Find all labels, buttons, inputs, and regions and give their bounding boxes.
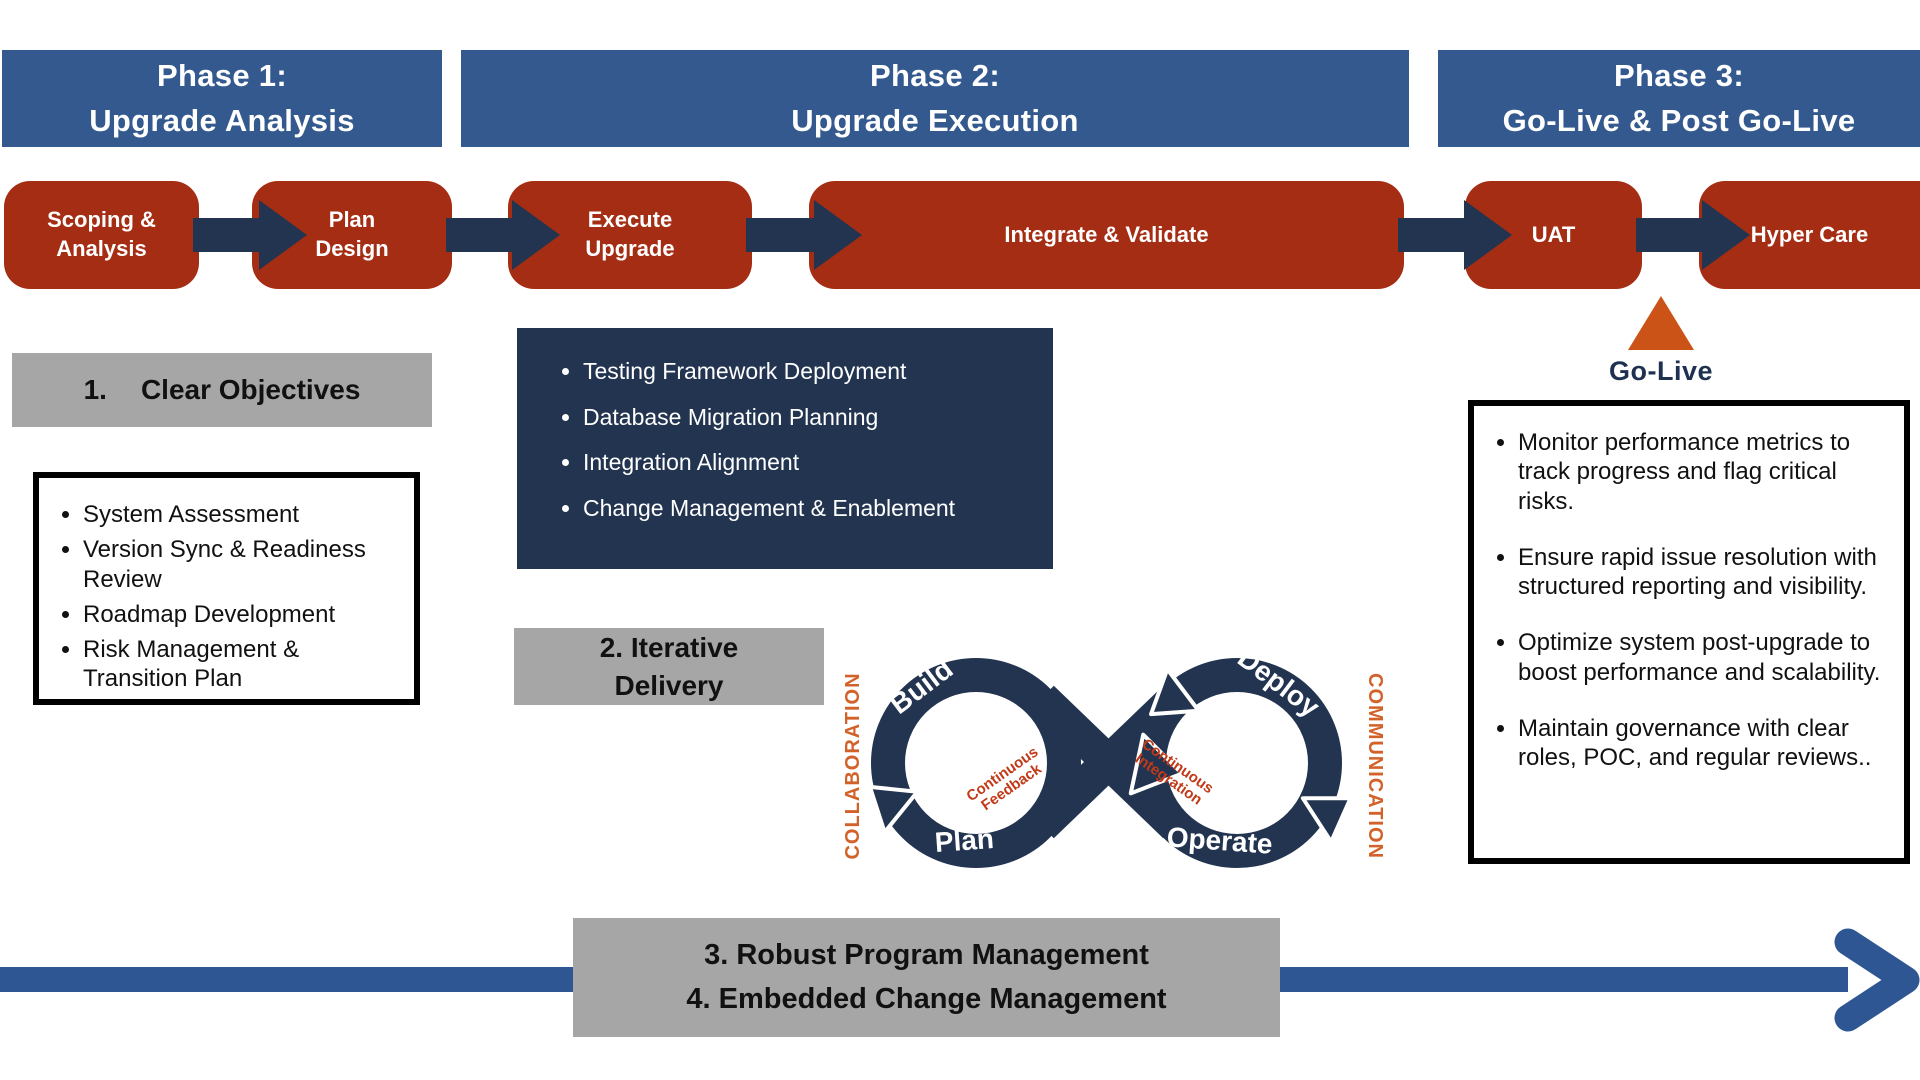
step-label-line: Upgrade	[585, 236, 675, 261]
list-item: Optimize system post-upgrade to boost pe…	[1518, 628, 1894, 687]
callout-clear-objectives: 1. Clear Objectives	[12, 353, 432, 427]
step-label-line: Analysis	[56, 236, 147, 261]
step-scoping-analysis: Scoping & Analysis	[4, 181, 199, 289]
list-item: Database Migration Planning	[583, 404, 1043, 432]
callout-line: 2. Iterative	[599, 631, 739, 663]
loop-label-collaboration: COLLABORATION	[845, 672, 864, 859]
phase1-title-line1: Phase 1:	[157, 58, 287, 94]
phase2-title-line1: Phase 2:	[870, 58, 1000, 94]
callout-iterative-delivery: 2. Iterative Delivery	[514, 628, 824, 705]
loop-cross-line	[1030, 685, 1187, 839]
flow-arrow-tail	[1636, 218, 1706, 252]
phase3-header: Phase 3: Go-Live & Post Go-Live	[1438, 50, 1920, 147]
list-item: Change Management & Enablement	[583, 495, 1043, 523]
phase3-title-line1: Phase 3:	[1614, 58, 1744, 94]
go-live-triangle-icon	[1628, 296, 1694, 350]
step-label-line: Execute	[587, 207, 673, 233]
phase3-detail-list: Monitor performance metrics to track pro…	[1474, 428, 1904, 772]
phase1-title-line2: Upgrade Analysis	[89, 102, 355, 138]
loop-left-circle	[871, 658, 1081, 868]
list-item: System Assessment	[83, 500, 404, 529]
list-item: Integration Alignment	[583, 449, 1043, 477]
loop-arrowhead-icon	[1128, 732, 1184, 796]
phase2-header: Phase 2: Upgrade Execution	[461, 50, 1409, 147]
list-item: Testing Framework Deployment	[583, 358, 1043, 386]
phase3-detail-box: Monitor performance metrics to track pro…	[1468, 400, 1910, 864]
flow-arrow-icon	[446, 200, 560, 270]
callout-label: Clear Objectives	[140, 374, 361, 405]
step-execute-upgrade: Execute Upgrade	[508, 181, 752, 289]
list-item: Monitor performance metrics to track pro…	[1518, 428, 1894, 516]
loop-label-communication: COMMUNICATION	[1364, 673, 1385, 859]
step-integrate-validate: Integrate & Validate	[809, 181, 1404, 289]
step-uat: UAT	[1465, 181, 1642, 289]
flow-arrow-icon	[746, 200, 862, 270]
callout-line: 4. Embedded Change Management	[686, 982, 1167, 1015]
flow-arrow-tail	[746, 218, 818, 252]
phase2-detail-box: Testing Framework Deployment Database Mi…	[517, 328, 1053, 569]
list-item: Roadmap Development	[83, 600, 404, 629]
callout-line: Delivery	[614, 669, 724, 701]
step-label-line: Integrate & Validate	[1004, 221, 1209, 247]
callout-number: 1.	[83, 374, 107, 405]
phase1-detail-list: System Assessment Version Sync & Readine…	[39, 500, 414, 694]
callout-program-change-management: 3. Robust Program Management 4. Embedded…	[573, 918, 1280, 1037]
phase2-title-line2: Upgrade Execution	[791, 102, 1079, 138]
step-label-line: Design	[315, 236, 389, 261]
flow-arrow-tail	[193, 218, 263, 252]
list-item: Version Sync & Readiness Review	[83, 535, 404, 594]
loop-arrowhead-icon	[1300, 796, 1353, 844]
flow-arrow-icon	[1398, 200, 1512, 270]
list-item: Risk Management & Transition Plan	[83, 635, 404, 694]
callout-line: 3. Robust Program Management	[704, 939, 1149, 971]
flow-arrow-icon	[193, 200, 307, 270]
flow-arrow-tail	[1398, 218, 1468, 252]
phase3-title-line2: Go-Live & Post Go-Live	[1502, 102, 1856, 138]
loop-arrowhead-icon	[1149, 667, 1201, 717]
step-label-line: Scoping &	[47, 207, 156, 233]
step-label-line: Plan	[328, 207, 376, 233]
flow-arrow-head	[512, 200, 560, 270]
flow-arrow-icon	[1636, 200, 1750, 270]
timeline-arrow-head-icon	[1834, 928, 1920, 1032]
flow-arrow-head	[814, 200, 862, 270]
flow-arrow-tail	[446, 218, 516, 252]
loop-arrowhead-icon	[867, 784, 920, 835]
flow-arrow-head	[1464, 200, 1512, 270]
list-item: Ensure rapid issue resolution with struc…	[1518, 543, 1894, 602]
loop-label-plan: Plan	[934, 823, 995, 858]
phase2-detail-list: Testing Framework Deployment Database Mi…	[517, 358, 1053, 522]
loop-label-operate: Operate	[1166, 821, 1274, 859]
flow-arrow-head	[259, 200, 307, 270]
go-live-label: Go-Live	[1608, 356, 1713, 386]
list-item: Maintain governance with clear roles, PO…	[1518, 714, 1894, 773]
phase1-detail-box: System Assessment Version Sync & Readine…	[33, 472, 420, 705]
devops-infinity-loop-icon: Build Deploy Plan Operate Continuous Fee…	[845, 648, 1385, 868]
phase1-header: Phase 1: Upgrade Analysis	[2, 50, 442, 147]
step-label-line: UAT	[1531, 221, 1576, 247]
flow-arrow-head	[1702, 200, 1750, 270]
step-label-line: Hyper Care	[1750, 221, 1869, 247]
